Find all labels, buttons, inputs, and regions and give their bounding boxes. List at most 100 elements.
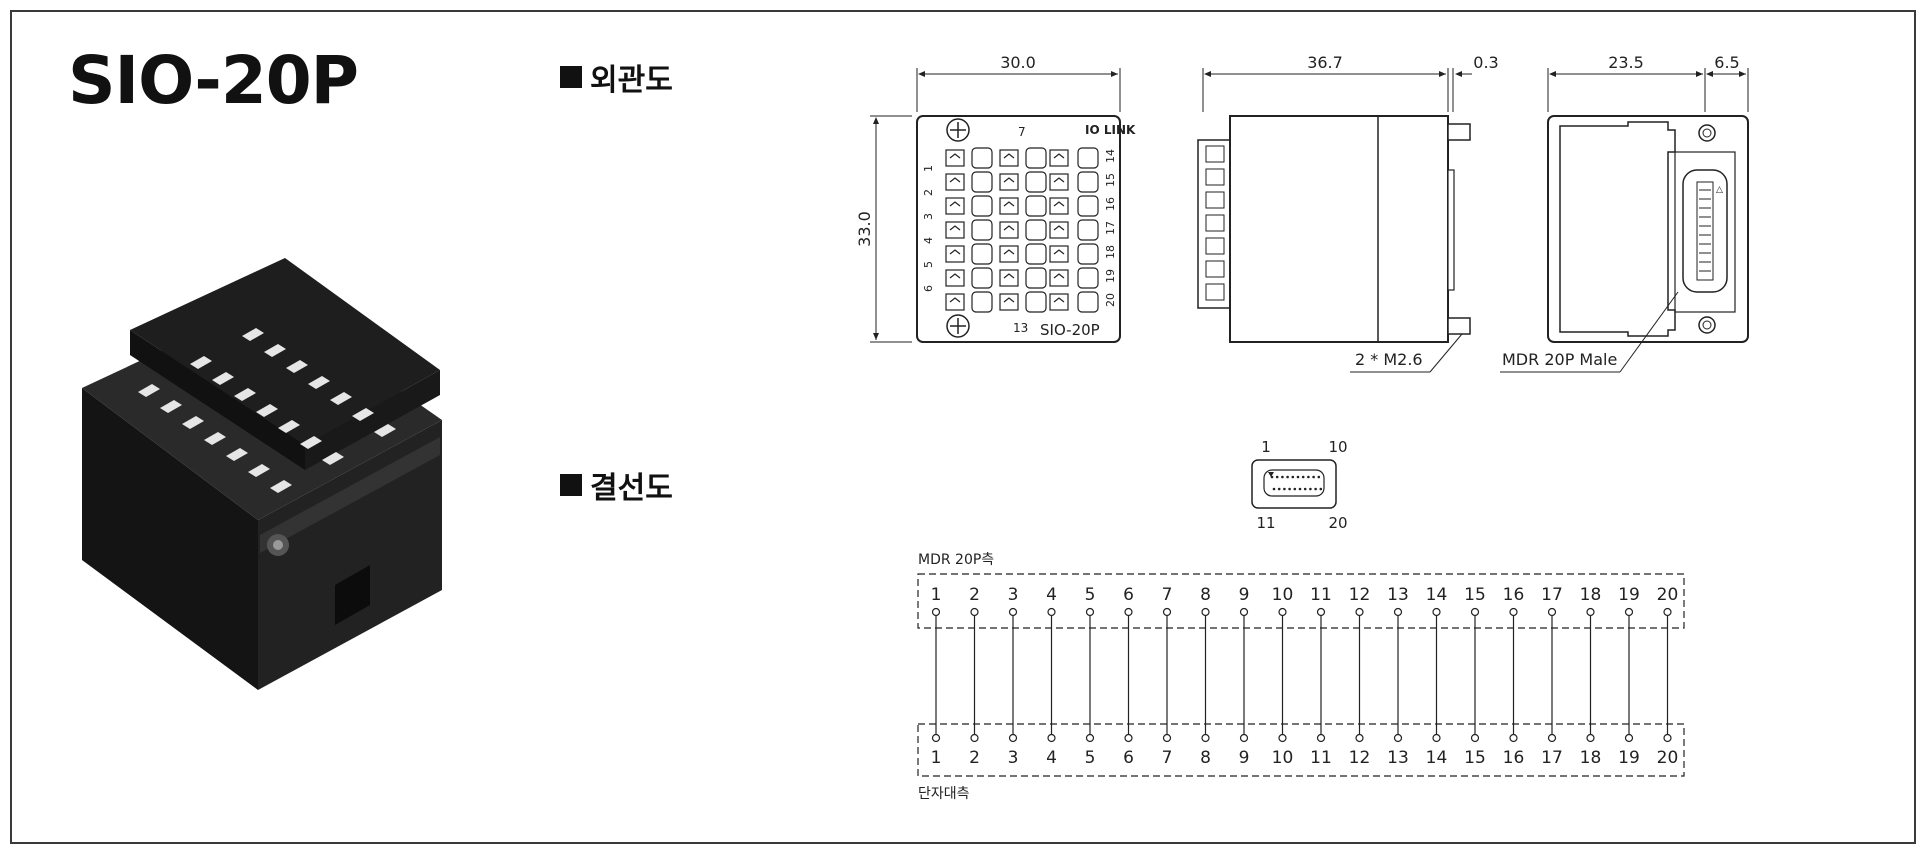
pinout-dot xyxy=(1288,487,1291,491)
terminal-hole xyxy=(1077,147,1099,169)
wiring-bottom-node xyxy=(1586,733,1595,743)
terminal-tab xyxy=(242,328,264,341)
dim-side-a: 23.5 xyxy=(1608,53,1644,72)
side-terminal xyxy=(1205,145,1225,163)
wiring-bottom-node xyxy=(1547,733,1557,743)
pinout-top-left: 1 xyxy=(1261,438,1271,456)
terminal-arrow xyxy=(1053,153,1065,159)
product-photo xyxy=(82,258,442,690)
pinout-dot xyxy=(1307,475,1310,479)
pinout-dot xyxy=(1286,475,1289,479)
front-pin-bottom: 13 xyxy=(1013,321,1028,335)
terminal-slot xyxy=(1049,221,1069,239)
section-wiring-label: 결선도 xyxy=(590,471,673,506)
terminal-slot xyxy=(1049,245,1069,263)
terminal-tab xyxy=(160,400,182,413)
pinout-dot xyxy=(1309,487,1312,491)
terminal-arrow xyxy=(1053,249,1065,255)
side-terminal xyxy=(1205,237,1225,255)
terminal-hole xyxy=(1025,195,1047,217)
terminal-arrow xyxy=(1003,297,1015,303)
pinout-dot xyxy=(1275,475,1279,479)
terminal-tab xyxy=(256,404,278,417)
front-right-pin-label: 14 xyxy=(1104,149,1117,163)
pinout-dot xyxy=(1314,487,1317,491)
terminal-arrow xyxy=(1003,225,1015,231)
terminal-arrow xyxy=(1003,177,1015,183)
wiring-top-node xyxy=(1124,607,1133,617)
wiring-bottom-pin-label: 4 xyxy=(1046,748,1057,768)
wiring-top-pin-label: 1 xyxy=(931,585,942,605)
pinout-dot xyxy=(1319,487,1323,491)
pinout-dot xyxy=(1283,487,1286,491)
terminal-hole xyxy=(971,267,993,289)
wiring-top-pin-label: 3 xyxy=(1008,585,1019,605)
pinout-dot xyxy=(1293,487,1297,491)
terminal-arrow xyxy=(1053,273,1065,279)
terminal-hole xyxy=(1077,267,1099,289)
terminal-tab xyxy=(270,480,292,493)
dim-gap: 0.3 xyxy=(1473,53,1498,72)
connector-triangle-icon: △ xyxy=(1716,185,1723,195)
terminal-slot xyxy=(999,173,1019,191)
wiring-bottom-node xyxy=(1355,733,1364,743)
wiring-bottom-pin-label: 16 xyxy=(1503,748,1525,768)
wiring-top-node xyxy=(1355,607,1364,617)
wiring-bottom-pin-label: 12 xyxy=(1349,748,1371,768)
terminal-slot xyxy=(1049,269,1069,287)
wiring-bottom-pin-label: 9 xyxy=(1239,748,1250,768)
wiring-bottom-pin-label: 10 xyxy=(1272,748,1294,768)
terminal-hole xyxy=(971,171,993,193)
terminal-tab xyxy=(264,344,286,357)
terminal-hole xyxy=(1077,291,1099,313)
terminal-slot xyxy=(999,221,1019,239)
wiring-top-node xyxy=(1085,607,1095,617)
wiring-top-pin-label: 18 xyxy=(1580,585,1602,605)
terminal-tab xyxy=(308,376,330,389)
wiring-bottom-pin-label: 15 xyxy=(1464,748,1486,768)
wiring-top-label: MDR 20P측 xyxy=(918,552,994,568)
front-left-pin-label: 4 xyxy=(922,237,935,244)
wiring-top-node xyxy=(931,607,941,617)
terminal-arrow xyxy=(1003,249,1015,255)
dim-screw: 2 * M2.6 xyxy=(1355,350,1423,369)
terminal-slot xyxy=(945,149,965,167)
wiring-bottom-node xyxy=(1162,733,1172,743)
wiring-top-pin-label: 12 xyxy=(1349,585,1371,605)
terminal-tab xyxy=(286,360,308,373)
terminal-slot xyxy=(1049,149,1069,167)
wiring-bottom-pin-label: 2 xyxy=(969,748,980,768)
terminal-hole xyxy=(1025,243,1047,265)
wiring-top-node xyxy=(1316,607,1326,617)
dim-width: 30.0 xyxy=(1000,53,1036,72)
terminal-arrow xyxy=(1053,201,1065,207)
wiring-bottom-pin-label: 18 xyxy=(1580,748,1602,768)
dim-side-b: 6.5 xyxy=(1714,53,1739,72)
wiring-top-node xyxy=(1239,607,1249,617)
section-bullet-icon xyxy=(560,66,582,88)
terminal-hole xyxy=(1077,243,1099,265)
terminal-slot xyxy=(1049,293,1069,311)
front-right-pin-label: 17 xyxy=(1104,221,1117,235)
wiring-top-pin-label: 5 xyxy=(1085,585,1096,605)
wiring-top-node xyxy=(1547,607,1557,617)
terminal-tab xyxy=(374,424,396,437)
wiring-top-node xyxy=(1509,607,1518,617)
front-left-pin-label: 2 xyxy=(922,189,935,196)
terminal-arrow xyxy=(1053,225,1065,231)
terminal-arrow xyxy=(949,273,961,279)
terminal-hole xyxy=(971,291,993,313)
section-appearance: 외관도 xyxy=(560,55,673,99)
front-pin-top: 7 xyxy=(1018,125,1026,139)
pinout-dot xyxy=(1303,487,1307,491)
wiring-bottom-pin-label: 17 xyxy=(1541,748,1563,768)
terminal-tab xyxy=(138,384,160,397)
section-appearance-label: 외관도 xyxy=(590,63,673,98)
pinout-dot xyxy=(1298,487,1302,491)
terminal-hole xyxy=(1077,171,1099,193)
terminal-slot xyxy=(999,149,1019,167)
wiring-top-pin-label: 14 xyxy=(1426,585,1448,605)
wiring-top-node xyxy=(1663,607,1672,617)
terminal-tab xyxy=(182,416,204,429)
